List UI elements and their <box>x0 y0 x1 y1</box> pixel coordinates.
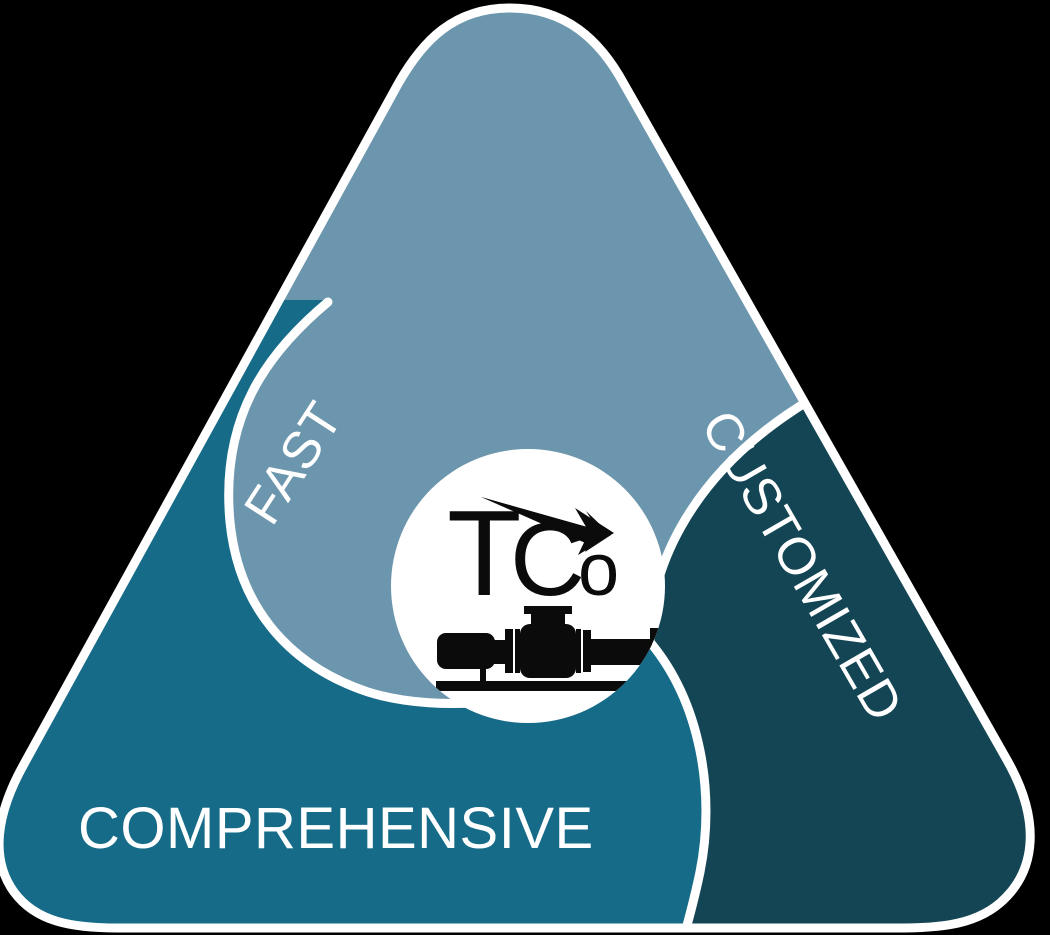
logo-letter-c: C <box>510 502 585 618</box>
logo-letter-t: T <box>447 485 522 621</box>
center-badge[interactable]: T C o <box>391 449 665 723</box>
swirl-divider-lower <box>645 637 711 928</box>
arrow-right-down-icon-shaft <box>481 497 604 545</box>
arrow-right-down-icon-head <box>575 508 614 555</box>
triangle-outline <box>0 3 1035 933</box>
segment-label-comprehensive: COMPREHENSIVE <box>78 796 594 861</box>
pump-motor-icon <box>436 606 662 691</box>
logo-letter-o: o <box>578 528 619 611</box>
